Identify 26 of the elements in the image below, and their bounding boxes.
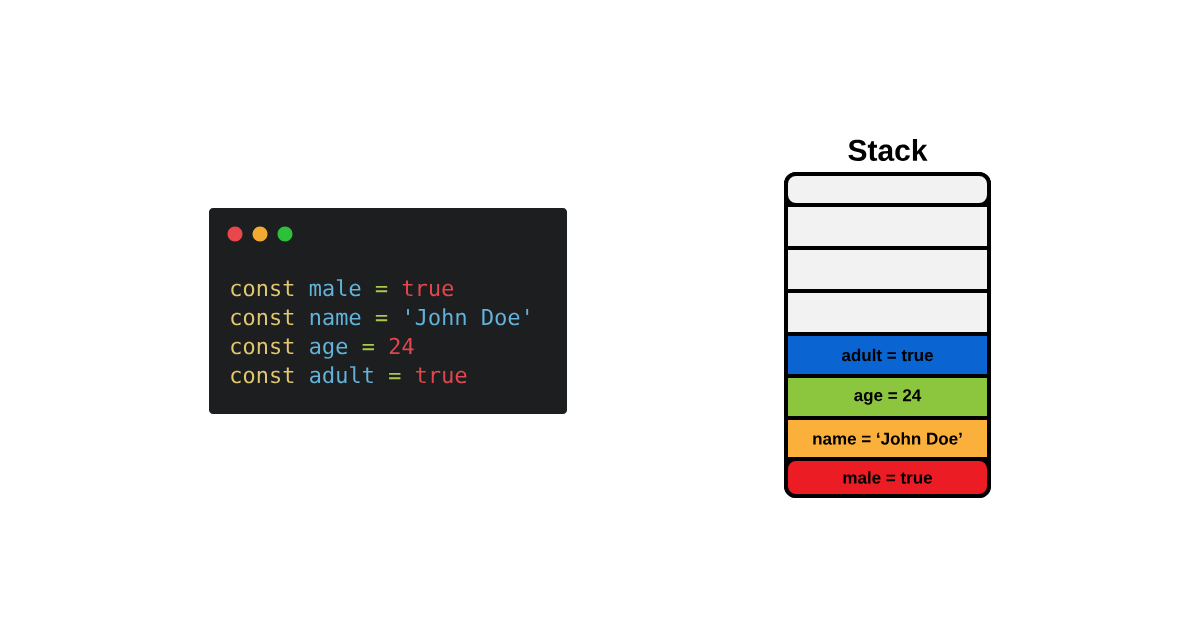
code-window	[209, 208, 567, 414]
stack-cell: name = ‘John Doe’	[784, 416, 991, 461]
node-label: name	[310, 312, 361, 326]
code-line: const name = 'John Doe'	[231, 308, 529, 326]
node-label: age	[310, 341, 348, 359]
node-label: =	[362, 344, 374, 351]
stack-heading: Stack	[848, 139, 928, 161]
stack-cell: age = 24	[784, 374, 991, 420]
node-label: true	[416, 367, 467, 384]
node-label: =	[389, 373, 401, 380]
node-label: const	[231, 338, 294, 355]
node-label: =	[375, 286, 388, 293]
node-label: =	[375, 315, 388, 322]
node-label: const	[231, 280, 294, 297]
code-line: const adult = true	[231, 366, 467, 384]
stack-cell: adult = true	[784, 332, 991, 378]
node-label: true	[402, 280, 454, 297]
node-label: 24	[389, 337, 414, 354]
code-line: const age = 24	[231, 337, 414, 359]
node-label: const	[231, 309, 294, 326]
node-label: 'John Doe'	[407, 308, 529, 326]
node-label: adult	[310, 366, 373, 384]
node-label: male	[309, 279, 361, 297]
stack-cell: male = true	[784, 457, 991, 498]
node-label: const	[231, 367, 294, 384]
code-line: const male = true	[231, 279, 454, 297]
